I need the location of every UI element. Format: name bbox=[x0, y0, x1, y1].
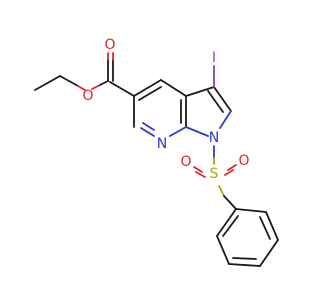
bond-s-o-left-a bbox=[193, 166, 203, 173]
bond-pyrrole-4 bbox=[185, 126, 209, 137]
ester-carbonyl-oxygen-label: O bbox=[104, 37, 115, 53]
bond-ethyl-ch2 bbox=[59, 75, 79, 87]
bond-oxygen-carbonyl bbox=[91, 84, 101, 90]
bond-ring-5-inner bbox=[142, 122, 155, 131]
bond-ring-4 bbox=[169, 126, 187, 137]
bond-pyrrole-1 bbox=[185, 86, 215, 97]
pyridine-nitrogen-label: N bbox=[157, 136, 167, 152]
bond-phenyl-4-inner bbox=[232, 257, 257, 260]
sulfonyl-oxygen-left-label: O bbox=[180, 154, 191, 170]
bond-pyrrole-3 bbox=[219, 110, 232, 129]
bond-s-phenyl bbox=[218, 185, 225, 197]
bond-ring-1 bbox=[133, 79, 162, 97]
bond-s-o-right-a bbox=[227, 164, 237, 171]
ester-ether-oxygen-label: O bbox=[82, 88, 93, 104]
bond-phenyl-6-inner bbox=[222, 215, 239, 237]
bond-ring-1-inner bbox=[138, 86, 162, 101]
bond-phenyl-1 bbox=[235, 208, 267, 213]
bond-phenyl-3 bbox=[259, 239, 279, 267]
bond-layer bbox=[34, 52, 279, 267]
iodine-label: I bbox=[212, 50, 216, 66]
bond-ring-2 bbox=[160, 79, 187, 97]
bond-carbonyl-ring bbox=[109, 81, 135, 97]
bond-phenyl-2 bbox=[265, 211, 279, 241]
bond-phenyl-4 bbox=[228, 263, 261, 267]
bond-ch2-oxygen bbox=[77, 85, 86, 91]
bond-s-phenyl-2 bbox=[223, 195, 237, 210]
bond-s-o-left-b bbox=[195, 171, 206, 178]
bond-s-o-right-b bbox=[224, 169, 234, 176]
molecule-structure: O O I N N S O O bbox=[34, 37, 279, 267]
sulfonyl-oxygen-right-label: O bbox=[238, 153, 249, 169]
bond-oxygen-carbonyl-2 bbox=[99, 80, 109, 86]
pyrrole-nitrogen-label: N bbox=[209, 130, 219, 146]
sulfur-label: S bbox=[210, 166, 219, 182]
bond-phenyl-2-inner bbox=[259, 216, 271, 240]
bond-ring-5 bbox=[140, 127, 155, 137]
bond-phenyl-6 bbox=[216, 208, 237, 237]
atom-label-layer: O O I N N S O O bbox=[82, 37, 249, 182]
bond-ethyl-ch3 bbox=[34, 75, 61, 91]
bond-pyrrole-2 bbox=[213, 86, 232, 112]
bond-phenyl-5 bbox=[216, 235, 230, 265]
bond-pyrrole-2-inner bbox=[207, 90, 224, 113]
